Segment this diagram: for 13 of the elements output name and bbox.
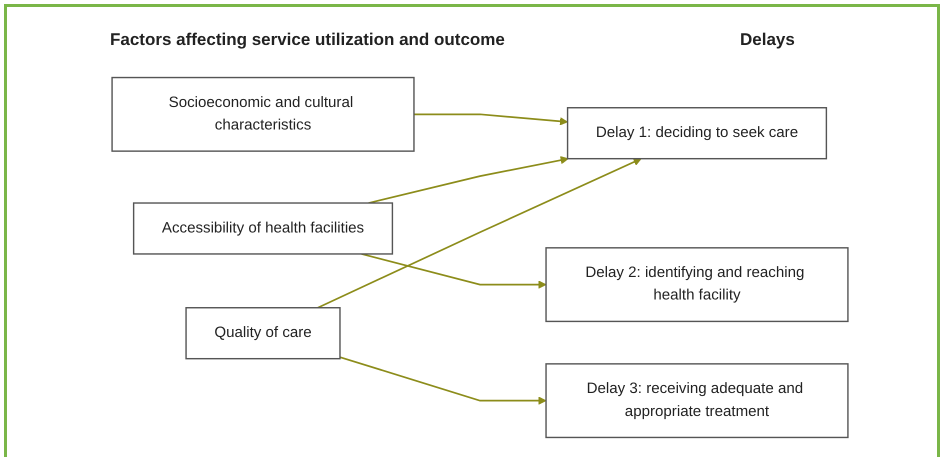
node-box: Socioeconomic and cultural characteristics (111, 76, 415, 152)
node-box: Delay 2: identifying and reaching health facility (545, 247, 849, 322)
arrow (368, 156, 569, 204)
node-box: Delay 1: deciding to seek care (566, 107, 828, 160)
column-heading: Factors affecting service utilization and outcome (110, 30, 505, 50)
arrow (317, 158, 642, 308)
arrow (340, 356, 546, 405)
node-box: Quality of care (185, 307, 341, 360)
node-box: Delay 3: receiving adequate and appropriate treatment (545, 363, 849, 438)
arrow (414, 114, 568, 126)
arrow (361, 253, 546, 289)
column-heading: Delays (740, 30, 795, 50)
node-box: Accessibility of health facilities (132, 202, 394, 255)
